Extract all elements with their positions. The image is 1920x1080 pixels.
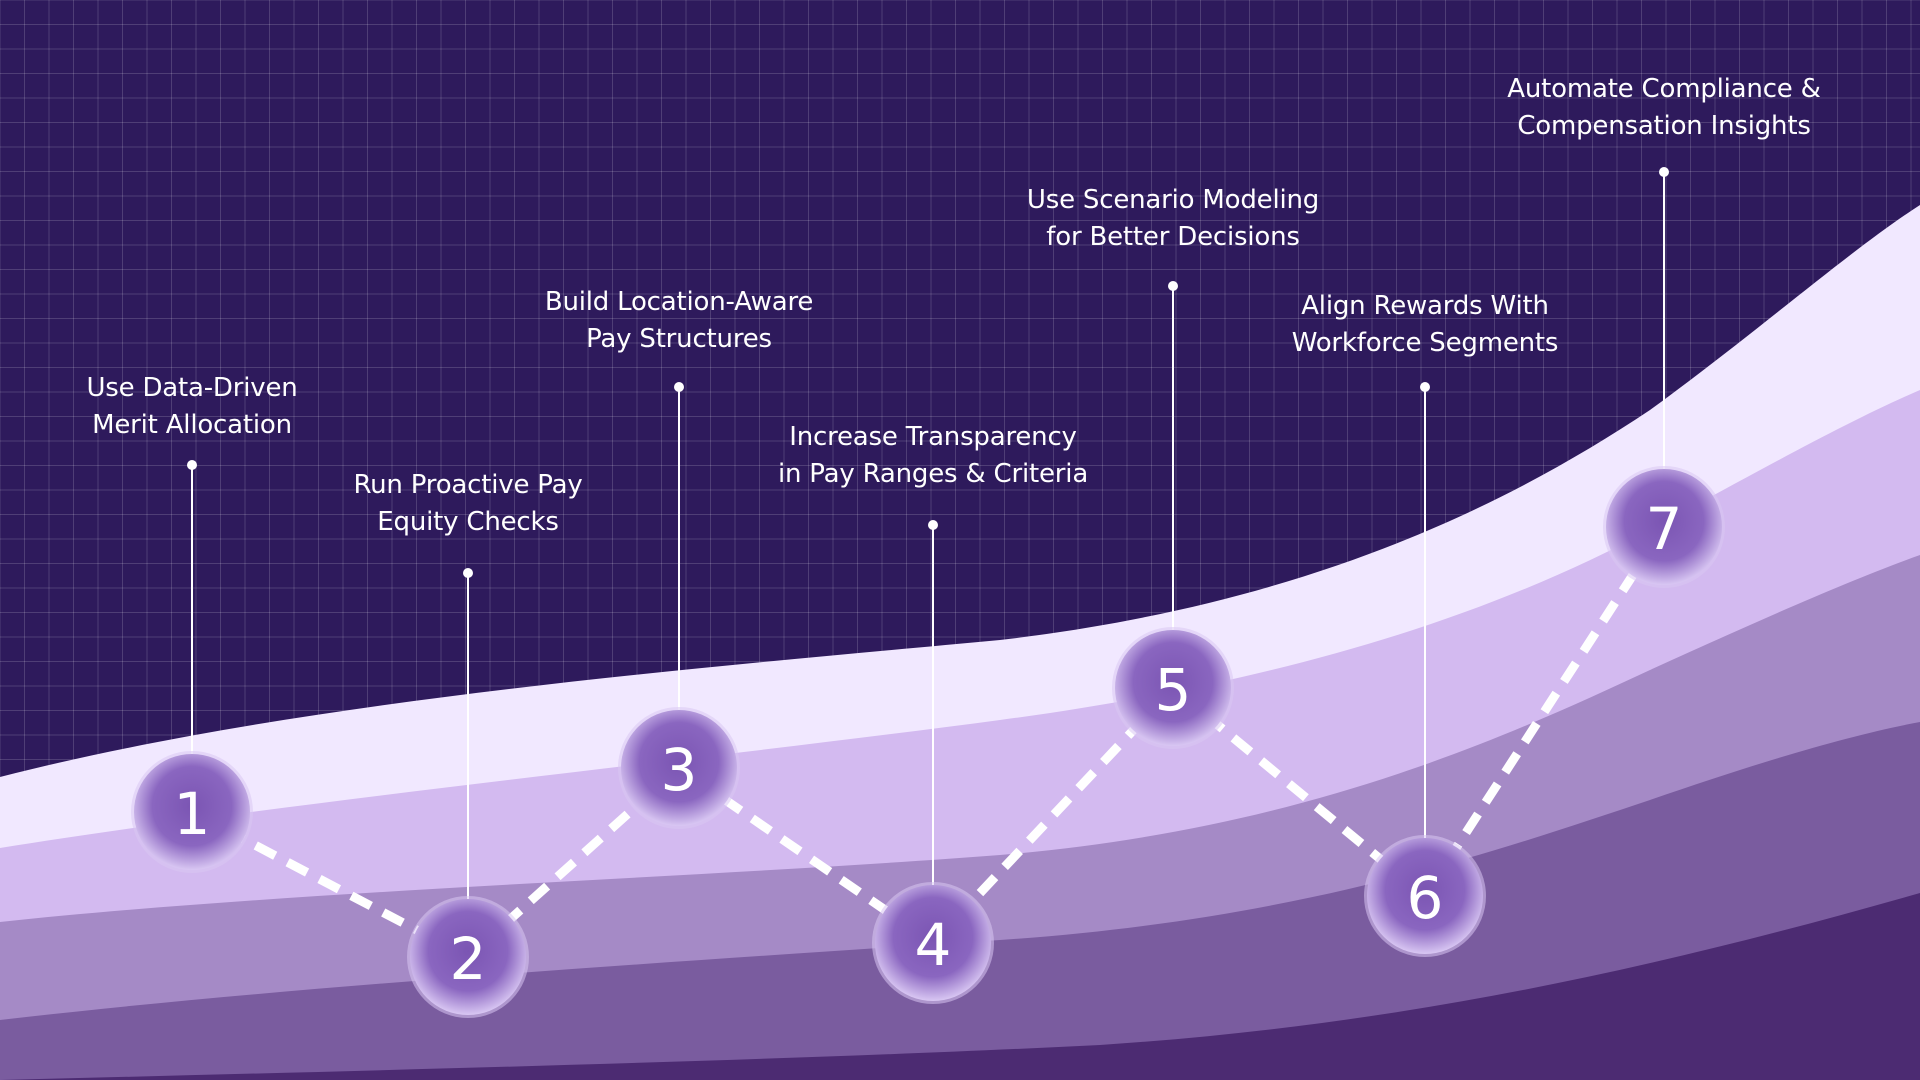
step-label-line: Compensation Insights [1517, 111, 1811, 141]
step-circle-3 [621, 710, 737, 826]
step-circle-5 [1115, 630, 1231, 746]
step-label-5: Use Scenario Modeling for Better Decision… [963, 182, 1383, 256]
step-label-line: Equity Checks [377, 507, 559, 537]
connector-dot-2 [463, 568, 473, 578]
step-label-line: Automate Compliance & [1507, 74, 1821, 104]
step-label-line: Use Data-Driven [86, 373, 298, 403]
step-label-line: Align Rewards With [1301, 291, 1549, 321]
step-circle-4 [875, 885, 991, 1001]
step-label-7: Automate Compliance & Compensation Insigh… [1454, 71, 1874, 145]
step-number-3: 3 [660, 736, 698, 804]
connector-dot-3 [674, 382, 684, 392]
step-label-line: Use Scenario Modeling [1026, 185, 1320, 215]
step-number-5: 5 [1154, 656, 1192, 724]
connector-dot-7 [1659, 167, 1669, 177]
step-number-7: 7 [1645, 495, 1683, 563]
connector-dot-5 [1168, 281, 1178, 291]
step-label-line: Build Location-Aware [544, 287, 814, 317]
step-label-line: Merit Allocation [92, 410, 292, 440]
step-circle-2 [410, 899, 526, 1015]
step-label-line: Pay Structures [586, 324, 772, 354]
step-circle-6 [1367, 838, 1483, 954]
step-label-line: Run Proactive Pay [353, 470, 583, 500]
step-label-line: Increase Transparency [789, 422, 1077, 452]
step-number-4: 4 [914, 911, 952, 979]
connector-dot-1 [187, 460, 197, 470]
step-circle-7 [1606, 469, 1722, 585]
connector-dot-4 [928, 520, 938, 530]
step-label-line: in Pay Ranges & Criteria [777, 459, 1089, 489]
step-label-line: Workforce Segments [1291, 328, 1559, 358]
step-label-line: for Better Decisions [1046, 222, 1300, 252]
connector-lines [187, 167, 1669, 903]
step-number-6: 6 [1406, 864, 1444, 932]
connector-dot-6 [1420, 382, 1430, 392]
step-label-4: Increase Transparency in Pay Ranges & Cri… [723, 419, 1143, 493]
step-number-1: 1 [173, 780, 211, 848]
wave-band-5 [0, 893, 1920, 1080]
step-number-2: 2 [449, 925, 487, 993]
step-circle-1 [134, 754, 250, 870]
step-circles [131, 466, 1725, 1018]
